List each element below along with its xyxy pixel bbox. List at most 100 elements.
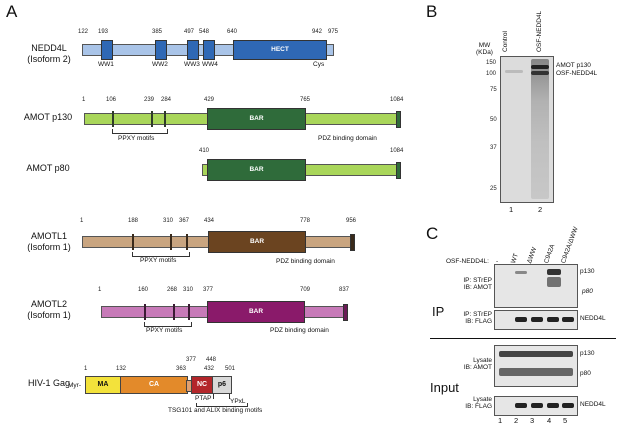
band bbox=[562, 403, 574, 408]
gag-num-132: 132 bbox=[116, 366, 127, 372]
blot-b-label-amot: AMOT p130 bbox=[556, 62, 591, 69]
blot-c-lane-number-2: 2 bbox=[514, 416, 519, 425]
amot-p130-num-1084: 1084 bbox=[390, 97, 404, 103]
amotl2-num-1: 1 bbox=[98, 287, 102, 293]
amotl1-pdz-mark bbox=[350, 234, 355, 251]
blot-b-band-control bbox=[505, 70, 523, 73]
ww2-label: WW2 bbox=[152, 61, 168, 68]
panel-letter-b: B bbox=[426, 2, 438, 21]
amotl2-num-377: 377 bbox=[203, 287, 214, 293]
amot-p130-motifs-label: PPXY motifs bbox=[118, 135, 155, 142]
amotl2-num-837: 837 bbox=[339, 287, 350, 293]
nedd4l-hect-domain: HECT bbox=[233, 40, 327, 60]
blot-b-band-amot bbox=[531, 65, 549, 69]
amot-p130-num-765: 765 bbox=[300, 97, 311, 103]
blot-b-lane-control: Control bbox=[502, 31, 509, 52]
band bbox=[531, 317, 543, 322]
gag-num-432: 432 bbox=[204, 366, 215, 372]
gag-nc-domain: NC bbox=[191, 376, 213, 394]
amotl1-num-310: 310 bbox=[163, 218, 174, 224]
nedd4l-num-497: 497 bbox=[184, 29, 195, 35]
amot-p130-bar-label: BAR bbox=[249, 115, 264, 122]
panel-letter-a: A bbox=[6, 2, 18, 21]
amot-p130-name: AMOT p130 bbox=[23, 112, 73, 122]
blot-c-row1-label: IP: STrEP IB: AMOT bbox=[463, 277, 492, 291]
blot-c-lane-number-3: 3 bbox=[530, 416, 535, 425]
band bbox=[531, 403, 543, 408]
blot-b-lane-osf: OSF-NEDD4L bbox=[536, 10, 543, 52]
nedd4l-num-975: 975 bbox=[328, 29, 339, 35]
gag-num-363: 363 bbox=[176, 366, 187, 372]
gag-name: HIV-1 Gag bbox=[27, 378, 71, 388]
nedd4l-num-385: 385 bbox=[152, 29, 163, 35]
amotl2-ppxy-1 bbox=[144, 304, 146, 320]
nedd4l-ww2 bbox=[155, 40, 167, 60]
amotl2-num-709: 709 bbox=[300, 287, 311, 293]
nedd4l-num-640: 640 bbox=[227, 29, 238, 35]
blot-b-label-nedd4l: OSF-NEDD4L bbox=[556, 70, 598, 77]
gag-nc-label: NC bbox=[196, 381, 208, 388]
blot-b-band-nedd4l bbox=[531, 71, 549, 75]
nedd4l-num-122: 122 bbox=[78, 29, 89, 35]
blot-b-marker-50: 50 bbox=[490, 117, 497, 123]
amot-p130-ppxy-1 bbox=[112, 111, 114, 127]
blot-c-lane-label-4: C942A bbox=[543, 243, 557, 265]
amot-p80-pdz-mark bbox=[396, 162, 401, 179]
amot-p130-pdz-label: PDZ binding domain bbox=[318, 135, 377, 142]
amotl1-num-956: 956 bbox=[346, 218, 357, 224]
blot-c-row2-nedd4l: NEDD4L bbox=[580, 315, 606, 322]
amotl1-num-188: 188 bbox=[128, 218, 139, 224]
gag-num-377: 377 bbox=[186, 357, 197, 363]
amot-p130-num-106: 106 bbox=[106, 97, 117, 103]
nedd4l-num-548: 548 bbox=[199, 29, 210, 35]
amot-p80-bar-label: BAR bbox=[249, 166, 264, 173]
amot-p130-num-429: 429 bbox=[204, 97, 215, 103]
gag-ptap-label: PTAP bbox=[195, 395, 212, 402]
amot-p130-num-239: 239 bbox=[144, 97, 155, 103]
blot-c-lane-label-5: C942A/ΔWW bbox=[560, 226, 580, 265]
blot-c-row4-label: Lysate IB: FLAG bbox=[465, 396, 492, 410]
band bbox=[515, 403, 527, 408]
amotl2-ppxy-3 bbox=[188, 304, 190, 320]
band bbox=[499, 368, 573, 376]
blot-c-lane-number-5: 5 bbox=[563, 416, 568, 425]
blot-c-osf-label: OSF-NEDD4L: bbox=[446, 258, 489, 265]
amotl2-pdz-mark bbox=[343, 304, 348, 321]
blot-b-marker-75: 75 bbox=[490, 87, 497, 93]
blot-b-marker-25: 25 bbox=[490, 186, 497, 192]
blot-c-row3-p80: p80 bbox=[580, 370, 591, 377]
cys-label: Cys bbox=[313, 61, 325, 68]
amotl1-bar-domain: BAR bbox=[208, 231, 306, 253]
blot-c-row3-label: Lysate IB: AMOT bbox=[463, 357, 492, 371]
nedd4l-ww4 bbox=[203, 40, 215, 60]
amotl2-name: AMOTL2 (Isoform 1) bbox=[27, 299, 71, 320]
amot-p130-num-1: 1 bbox=[82, 97, 86, 103]
amotl1-ppxy-1 bbox=[132, 234, 134, 250]
amotl1-motifs-label: PPXY motifs bbox=[140, 257, 177, 264]
blot-c-input-header: Input bbox=[430, 380, 459, 395]
blot-c-ip-header: IP bbox=[432, 304, 445, 319]
blot-b-marker-150: 150 bbox=[486, 60, 497, 66]
band bbox=[547, 403, 559, 408]
gag-ca-label: CA bbox=[148, 381, 160, 388]
gag-ptap-tick bbox=[213, 394, 214, 399]
amotl2-num-268: 268 bbox=[167, 287, 178, 293]
band bbox=[499, 351, 573, 357]
gag-ca-domain: CA bbox=[120, 376, 188, 394]
ww3-label: WW3 bbox=[184, 61, 200, 68]
amotl1-num-778: 778 bbox=[300, 218, 311, 224]
blot-c-row4-gel bbox=[494, 396, 578, 416]
gag-ma-domain: MA bbox=[85, 376, 121, 394]
ww4-label: WW4 bbox=[202, 61, 218, 68]
amotl1-motif-bracket bbox=[132, 252, 190, 257]
blot-c-row4-nedd4l: NEDD4L bbox=[580, 401, 606, 408]
gag-motifs-label: TSG101 and ALIX binding motifs bbox=[168, 407, 263, 414]
gag-num-501: 501 bbox=[225, 366, 236, 372]
blot-c-lane-number-4: 4 bbox=[547, 416, 552, 425]
amot-p130-bar-domain: BAR bbox=[207, 108, 306, 130]
amotl2-num-160: 160 bbox=[138, 287, 149, 293]
gag-myr-label: Myr- bbox=[68, 382, 81, 389]
gag-motif-bracket bbox=[196, 403, 248, 407]
blot-c-row3-gel bbox=[494, 345, 578, 387]
gag-ypxl-tick bbox=[229, 394, 230, 399]
